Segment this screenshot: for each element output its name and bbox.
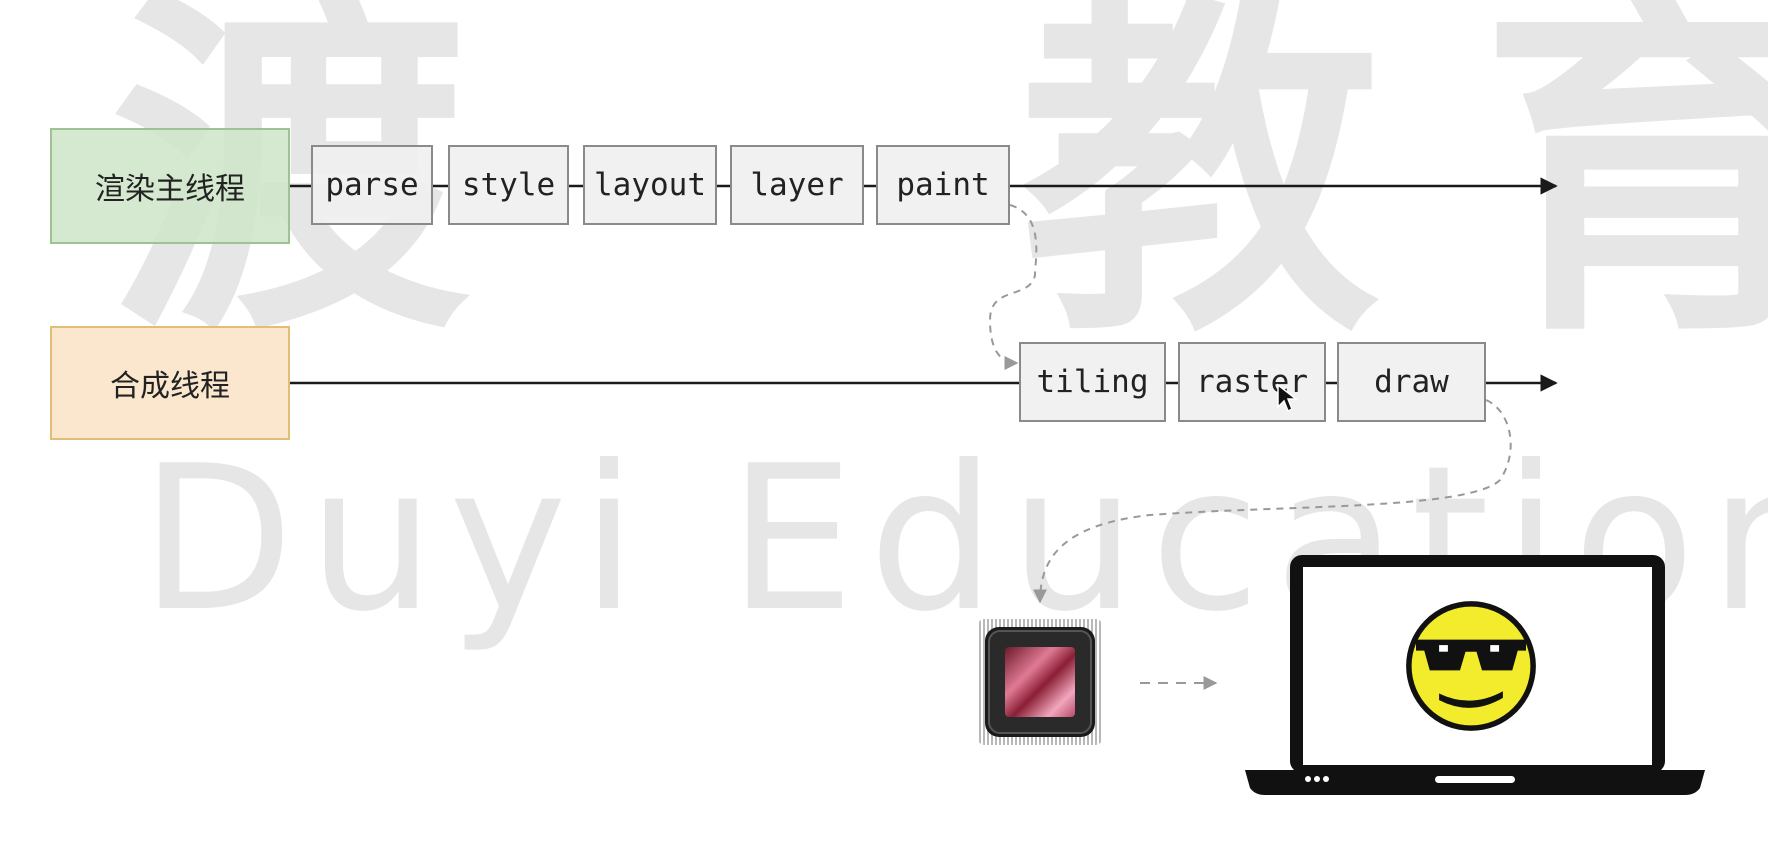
main-thread-label: 渲染主线程 — [50, 128, 290, 244]
stage-paint: paint — [876, 145, 1010, 225]
stage-layer: layer — [730, 145, 864, 225]
stage-layout: layout — [583, 145, 717, 225]
compositor-thread-label: 合成线程 — [50, 326, 290, 440]
stage-tiling: tiling — [1019, 342, 1166, 422]
stage-style: style — [448, 145, 569, 225]
stage-parse: parse — [311, 145, 433, 225]
stage-raster: raster — [1178, 342, 1326, 422]
mouse-cursor-icon — [1277, 383, 1298, 413]
draw-to-gpu-dashed-arrow — [1033, 399, 1512, 604]
stage-draw: draw — [1337, 342, 1486, 422]
gpu-chip-icon — [977, 619, 1103, 745]
paint-to-tiling-dashed-arrow — [988, 204, 1038, 370]
laptop-icon — [1245, 555, 1705, 795]
sunglasses-smiley-icon — [1406, 601, 1536, 731]
